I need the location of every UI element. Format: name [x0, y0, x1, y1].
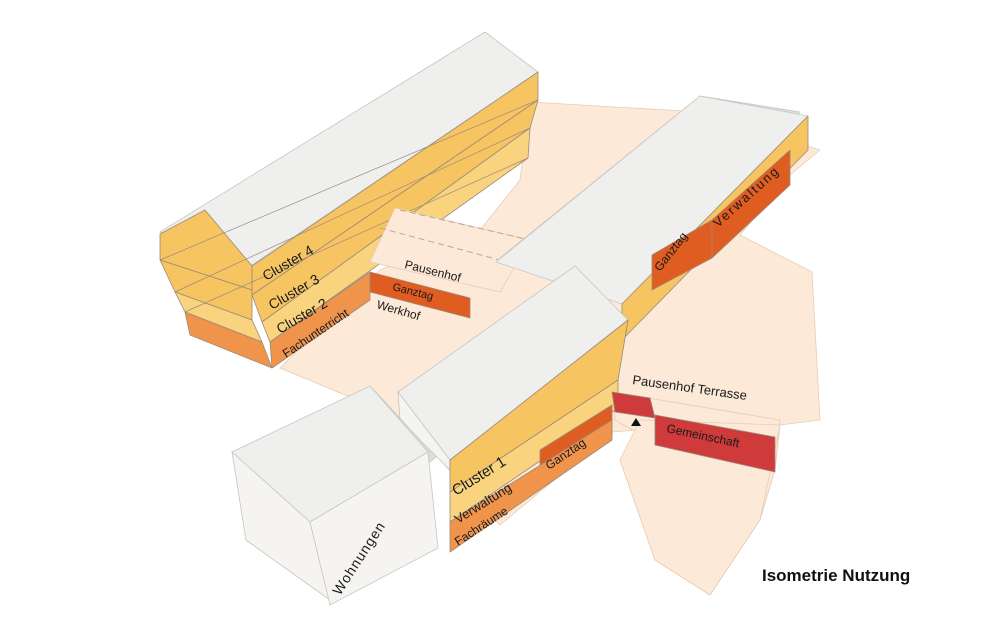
diagram-caption: Isometrie Nutzung: [762, 566, 911, 585]
left-end-fachunterricht: [184, 311, 273, 369]
gemeinschaft-volume: [654, 414, 776, 473]
pausenhof-dash-line-2: [379, 227, 501, 261]
pausenhof-dash-line-1: [399, 209, 531, 241]
left-floor-line-1: [159, 99, 539, 261]
left-floor-line-3: [184, 157, 529, 313]
right-facade-ganztag: [651, 219, 713, 291]
front-facade-fachraeume: [449, 419, 613, 553]
entrance-marker: [631, 418, 641, 426]
left-facade-fachunterricht: [269, 271, 371, 369]
ganztag-top-bar: [369, 271, 471, 319]
left-floor-line-2: [174, 127, 531, 293]
wohnungen-facade: [309, 451, 439, 606]
